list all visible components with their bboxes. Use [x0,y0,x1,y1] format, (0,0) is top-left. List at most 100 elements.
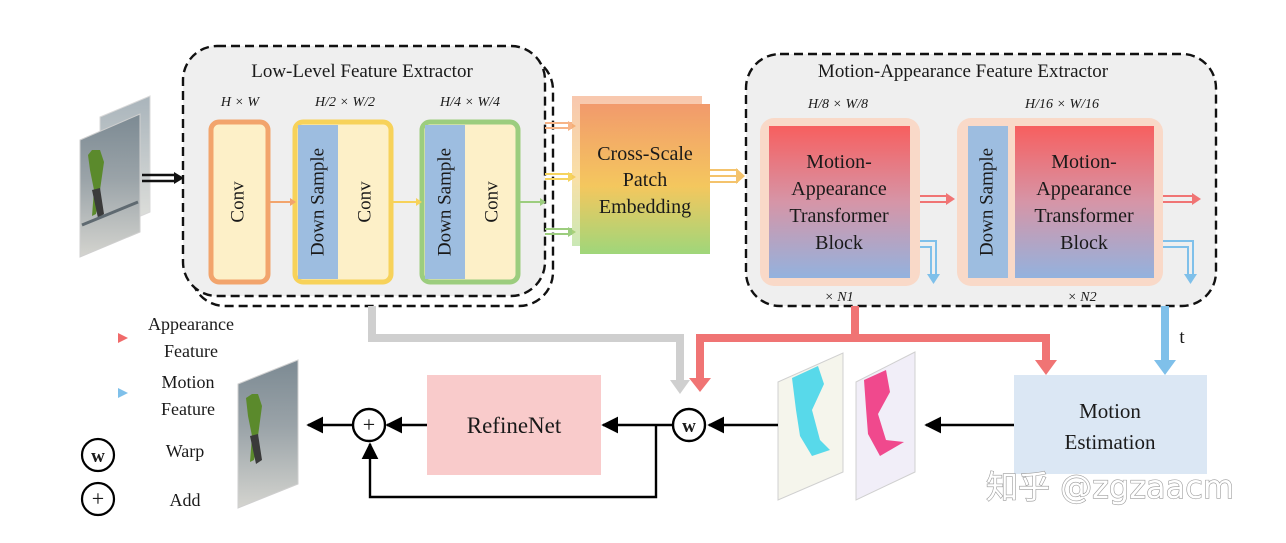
conv-label-3: Conv [481,181,502,223]
downsample-part-3 [425,125,465,279]
patch-embedding-group: Cross-Scale Patch Embedding [572,96,710,254]
appearance-to-estimation-line [855,334,1050,362]
appearance-to-warp-arrowhead [689,378,711,392]
add-symbol: + [363,412,375,437]
legend: Appearance Feature Motion Feature w Warp… [66,314,234,517]
motion-feature-route: t [1154,306,1185,375]
legend-warp-symbol: w [91,446,105,467]
input-arrowhead [174,172,184,184]
patch-embedding-line3: Embedding [599,196,691,218]
legend-motion-arrowhead [118,388,128,398]
downsample-label-4: Down Sample [976,148,997,256]
dim-half-label: H/2 × W/2 [314,95,375,110]
dim-quarter-label: H/4 × W/4 [439,95,500,110]
motion-estimation-block [1014,375,1207,474]
output-person-legs [250,434,262,464]
downsample-label-3: Down Sample [434,148,455,256]
downsample-part-2 [298,125,338,279]
legend-appearance-line2: Feature [164,341,218,361]
input-frames [79,95,184,258]
legend-warp-label: Warp [166,441,205,461]
legend-motion-line2: Feature [161,399,215,419]
motion-appearance-extractor-group: Motion-Appearance Feature Extractor H/8 … [744,52,1218,308]
motion-out-2b [1163,246,1189,276]
output-frame [237,359,299,509]
input-person-legs [92,188,104,218]
legend-add-label: Add [170,490,201,510]
motion-estimation-group: Motion Estimation [924,375,1207,474]
arrowhead-block2 [416,198,422,206]
legend-add-symbol: + [92,486,104,511]
watermark: 知乎 @zgzaacm [986,468,1234,506]
appearance-arrowhead-1 [946,193,955,205]
t-label: t [1179,327,1185,348]
arrowhead-block3 [540,198,546,206]
motion-arrowhead-1 [927,274,940,284]
block2-line1: Motion- [1051,151,1117,173]
low-level-extractor-group: Low-Level Feature Extractor H × W H/2 × … [181,44,555,308]
warp-symbol: w [682,416,696,437]
dim-eighth-label: H/8 × W/8 [807,97,868,112]
dim-hw-label: H × W [220,95,261,110]
flow-map-1-motion [792,366,830,456]
legend-appearance-line1: Appearance [148,314,234,334]
appearance-arrowhead-2 [1192,193,1201,205]
warp-node: w [601,407,707,443]
flow-map-2-motion [864,370,904,456]
appearance-to-estimation-arrowhead [1035,360,1057,375]
block2-line3: Transformer [1034,205,1134,227]
legend-motion-line1: Motion [161,372,214,392]
refinenet-label: RefineNet [467,413,562,438]
input-frame-front [79,113,141,258]
block2-line2: Appearance [1036,178,1132,200]
legend-add-icon [80,481,116,517]
input-person-shirt [88,150,104,216]
transformer-block-1 [769,126,910,278]
motion-appearance-title: Motion-Appearance Feature Extractor [818,61,1109,82]
repeat-n2-label: × N2 [1067,290,1096,305]
residual-to-add-arrow [361,425,658,499]
output-frame-image [237,359,299,509]
patch-embedding-block [580,104,710,254]
patch-embedding-line2: Patch [623,169,667,191]
skip-connection-arrowhead [670,380,690,394]
block1-line2: Appearance [791,178,887,200]
flow-maps [707,351,916,501]
motion-out-1a [920,240,937,276]
motion-out-1b [920,246,932,276]
input-frame-railing [81,200,139,227]
add-node: + [306,407,387,443]
motion-out-2a [1163,240,1194,276]
transformer-block-2 [1015,126,1154,278]
conv-label-2: Conv [354,181,375,223]
skip-connection-line [368,306,684,382]
appearance-to-warp-line [696,306,859,380]
emb-arrowhead [736,168,745,184]
embedding-to-transformer-arrow [710,168,745,184]
refinenet-block [427,375,601,475]
legend-appearance-arrowhead [118,333,128,343]
legend-warp-icon [80,437,116,473]
downsample-label-2: Down Sample [307,148,328,256]
skip-connection-arrow [368,306,690,394]
dim-sixteenth-label: H/16 × W/16 [1024,97,1099,112]
motion-estimation-line1: Motion [1079,399,1141,423]
conv-label-1: Conv [227,181,248,223]
patch-embedding-line1: Cross-Scale [597,143,693,165]
appearance-feature-route [689,306,1057,392]
scale-arrows-to-embedding [545,121,576,237]
downsample-part-4 [968,126,1008,278]
motion-to-estimation-arrowhead [1154,360,1176,375]
block1-line1: Motion- [806,151,872,173]
output-person-shirt [246,394,262,462]
motion-arrowhead-2 [1184,274,1197,284]
low-level-title: Low-Level Feature Extractor [251,61,473,82]
block1-line4: Block [815,232,863,254]
arrowhead-conv1 [290,198,296,206]
block2-line4: Block [1060,232,1108,254]
refinenet-group: RefineNet [361,375,658,499]
repeat-n1-label: × N1 [824,290,853,305]
motion-estimation-line2: Estimation [1065,430,1156,454]
block1-line3: Transformer [789,205,889,227]
